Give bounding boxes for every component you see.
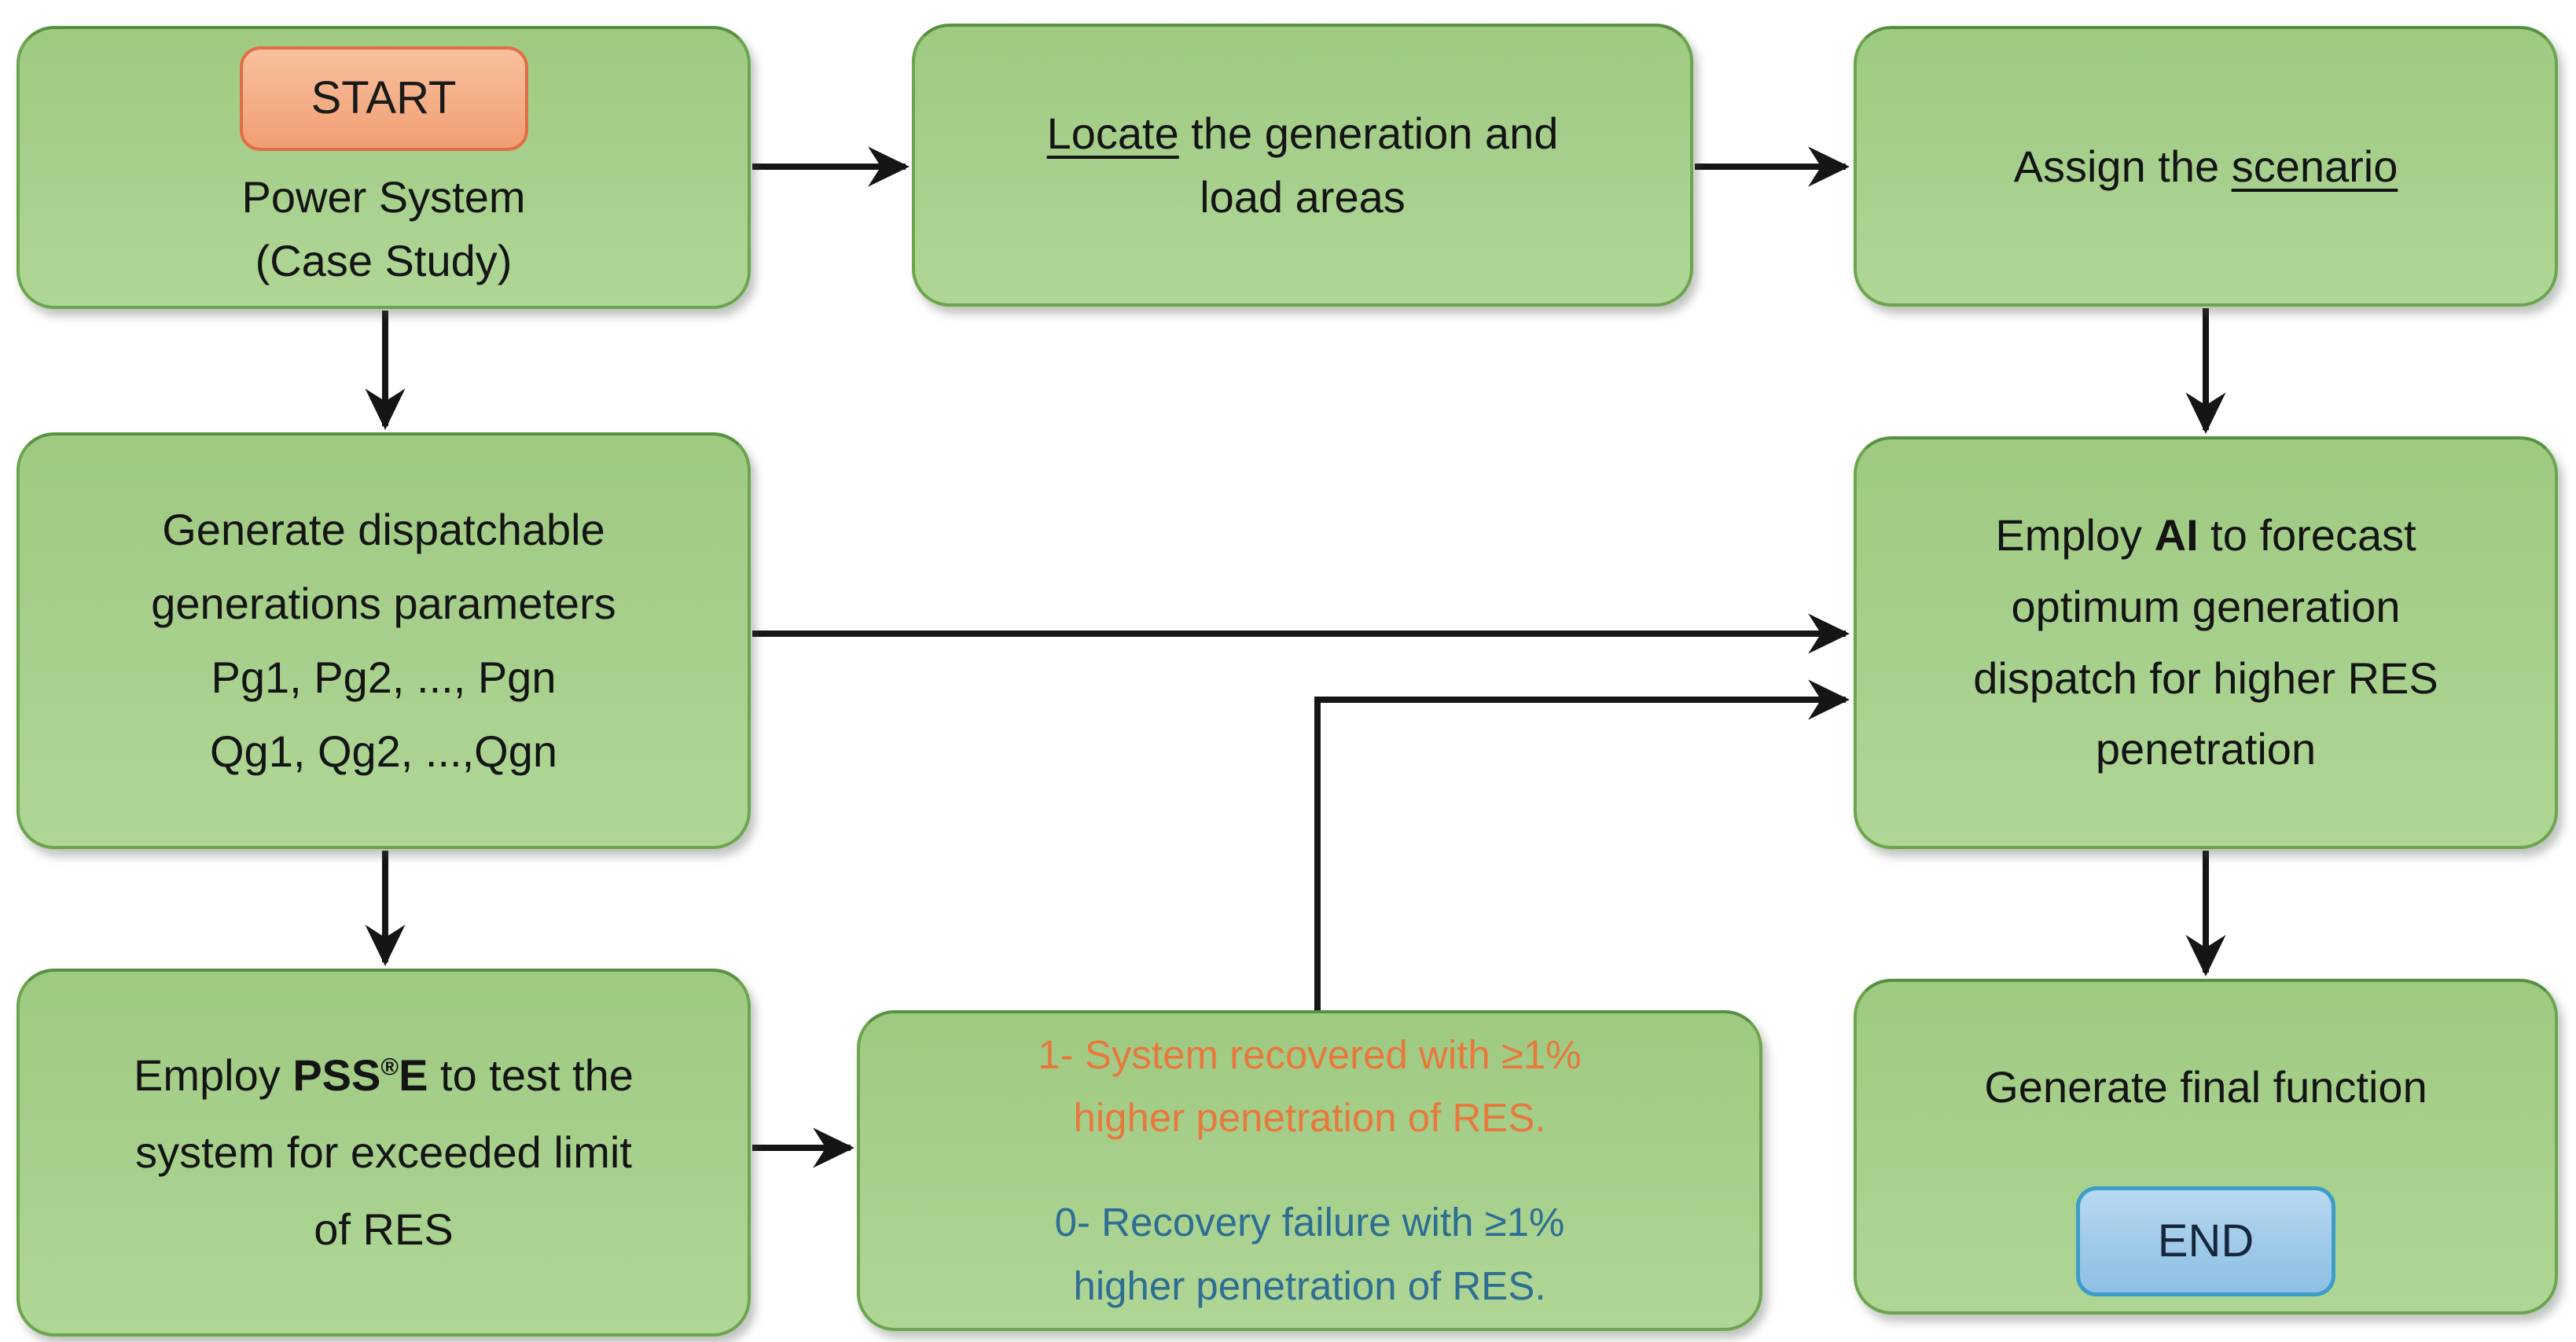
node-assign-scenario-label: Assign the scenario [2013, 141, 2398, 191]
node-assign-scenario: Assign the scenario [1854, 26, 2558, 307]
outcome-failure-text: 0- Recovery failure with ≥1% higher pene… [1054, 1200, 1565, 1308]
node-locate-areas-label: Locate the generation and load areas [1046, 108, 1559, 222]
node-outcomes: 1- System recovered with ≥1% higher pene… [857, 1010, 1762, 1331]
node-employ-ai: Employ AI to forecast optimum generation… [1854, 436, 2558, 849]
node-employ-psse: Employ PSS®E to test the system for exce… [17, 969, 751, 1336]
node-power-system-label: Power System (Case Study) [241, 172, 526, 286]
end-label: END [2157, 1215, 2254, 1267]
start-label: START [311, 72, 457, 124]
outcome-recovered-text: 1- System recovered with ≥1% higher pene… [1038, 1031, 1582, 1141]
node-power-system: START Power System (Case Study) [17, 26, 751, 309]
node-final-function: Generate final function END [1854, 979, 2558, 1314]
start-button: START [239, 46, 528, 151]
arrow-outcomes-to-ai [1314, 679, 1850, 1012]
node-final-function-label: Generate final function [1984, 1062, 2427, 1112]
node-generate-parameters: Generate dispatchable generations parame… [17, 432, 751, 849]
node-employ-psse-label: Employ PSS®E to test the system for exce… [134, 1050, 634, 1254]
node-employ-ai-label: Employ AI to forecast optimum generation… [1973, 510, 2438, 774]
node-generate-parameters-label: Generate dispatchable generations parame… [151, 504, 616, 777]
end-button: END [2076, 1186, 2335, 1297]
node-locate-areas: Locate the generation and load areas [912, 24, 1693, 307]
